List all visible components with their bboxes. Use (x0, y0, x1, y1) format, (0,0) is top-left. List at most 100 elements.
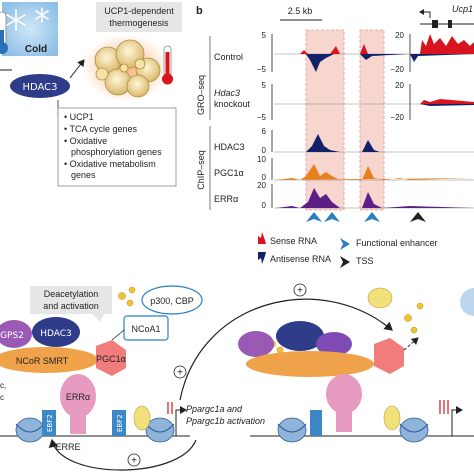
gene-list-item: • Oxidative (64, 136, 107, 146)
gps2-blob (0, 320, 32, 348)
gps2-label: GPS2 (0, 331, 24, 341)
pgc1a-label: PGC1α (96, 354, 126, 364)
erra-stem (70, 416, 86, 434)
ebf2-left-label: EBF2 (46, 414, 54, 432)
gene-list-item-cont: phosphorylation genes (71, 147, 162, 157)
p300-cbp-oval (141, 285, 203, 315)
track-label-hdac3-ko-1: Hdac3 (214, 88, 240, 98)
enhancer-arrow-icon (306, 212, 380, 222)
ucp1-gene-model (419, 9, 474, 28)
panel-a: Cold HDAC3 UCP1-dependent thermogenesis (0, 2, 182, 187)
cold-label: Cold (25, 44, 47, 55)
tick-pgc-top: 10 (257, 155, 266, 164)
track-label-hdac3: HDAC3 (214, 142, 245, 152)
svg-text:+: + (177, 368, 183, 379)
gene-list: • UCP1 • TCA cycle genes • Oxidative pho… (64, 112, 162, 180)
ncor-smrt-bar (0, 347, 98, 373)
track-label-erra: ERRα (214, 194, 238, 204)
plus-badge-top: + (293, 283, 307, 297)
tick-gro-bottom: −5 (257, 65, 267, 74)
brown-adipocyte-cluster (94, 39, 161, 98)
snowflake-icon (6, 7, 49, 31)
ebf2-left-block (42, 410, 56, 436)
legend-antisense-label: Antisense RNA (270, 254, 331, 264)
track-ko-gro (276, 99, 474, 106)
erra-chip-track (276, 188, 474, 208)
panel-b-letter: b (196, 5, 203, 17)
right-purple-blob (316, 332, 352, 356)
feedback-arc-top (179, 298, 393, 401)
hdac3-to-cells-arrow (69, 59, 85, 79)
tick-err-bottom: 0 (262, 201, 267, 210)
nucleosome (399, 417, 429, 443)
control-antisense-signal (276, 54, 474, 72)
track-label-hdac3-ko-2: knockout (214, 99, 251, 109)
tick-hdac3-top: 6 (262, 127, 267, 136)
hdac3-oval-label: HDAC3 (22, 82, 57, 93)
left-corepressor-complex: GPS2 HDAC3 NCoR SMRT PGC1α ERRα (0, 317, 126, 434)
tick-pgc-bottom: 0 (262, 173, 267, 182)
ebf2-right-block (112, 410, 126, 436)
legend-tss-label: TSS (356, 256, 374, 266)
right-gps2-blob (238, 331, 274, 357)
scale-bar-label: 2.5 kb (288, 6, 313, 16)
right-yellow-factor (383, 405, 401, 431)
tss-hook (175, 406, 187, 436)
ncoa1-label: NCoA1 (131, 324, 160, 334)
right-blue-partial (460, 288, 474, 316)
thermogenesis-title-line2: thermogenesis (109, 18, 169, 28)
deacetylation-pointer (92, 314, 104, 322)
legend-antisense-icon (258, 252, 266, 264)
tick-gro-top: 5 (262, 31, 267, 40)
right-coactivator-complex (238, 287, 474, 432)
partial-left-label-1: c, (0, 381, 6, 390)
erra-label: ERRα (66, 392, 90, 402)
svg-text:+: + (131, 456, 137, 467)
legend: Sense RNA Antisense RNA Functional enhan… (258, 232, 438, 268)
legend-enhancer-label: Functional enhancer (356, 238, 438, 248)
nucleosome (15, 417, 45, 443)
panel-b: b 2.5 kb Ucp1 GRO–seq ChIP–seq Control H… (196, 4, 474, 268)
ko-antisense-signal (276, 104, 474, 106)
right-tss-hook (451, 406, 463, 436)
feedback-arc-bottom (48, 438, 197, 471)
gene-list-box (57, 107, 177, 187)
thermometer-cold-icon (0, 11, 8, 54)
partial-left-label-2: c (0, 393, 4, 402)
deacetylation-line1: Deacetylation (44, 289, 99, 299)
legend-sense-icon (258, 232, 266, 244)
panel-c: Deacetylation and activation p300, CBP N… (0, 283, 474, 471)
yellow-factor (133, 405, 151, 431)
right-erra-blob (326, 374, 362, 414)
erra-blob (60, 374, 96, 418)
transcription-up-arrows (167, 402, 173, 414)
gene-list-item-cont: genes (71, 170, 96, 180)
ppargc-line1: Ppargc1a and (186, 404, 243, 414)
hdac3-chip-track (276, 134, 474, 152)
erre-label: ERRE (55, 442, 80, 452)
hdac3-blob-label: HDAC3 (40, 329, 72, 339)
ppargc-line2: Ppargc1b activation (186, 416, 265, 426)
gene-list-item: • UCP1 (64, 112, 94, 122)
control-sense-signal (276, 34, 474, 54)
track-label-control: Control (214, 52, 243, 62)
tick-right-ko-bottom: −20 (390, 113, 404, 122)
right-erra-stem (336, 412, 352, 432)
right-yellow-oval (367, 287, 393, 309)
tick-ko-top: 5 (262, 81, 267, 90)
thermogenesis-title-line1: UCP1-dependent (104, 6, 174, 16)
right-dashed-arrow (403, 337, 419, 351)
ko-sense-signal (276, 99, 474, 104)
right-transcription-up-arrows (439, 400, 449, 414)
legend-tss-icon (340, 256, 350, 268)
tick-err-top: 20 (257, 181, 266, 190)
deacetylation-line2: and activation (43, 301, 99, 311)
left-dna-region: EBF2 EBF2 (0, 402, 190, 443)
tick-right-ko-top: 20 (395, 81, 404, 90)
tick-hdac3-bottom: 0 (262, 146, 267, 155)
right-dna-region (250, 400, 474, 443)
gene-list-item: • Oxidative metabolism (64, 159, 156, 169)
right-hdac3-blob (276, 321, 324, 351)
track-control-gro (276, 34, 474, 72)
nucleosome (145, 417, 175, 443)
